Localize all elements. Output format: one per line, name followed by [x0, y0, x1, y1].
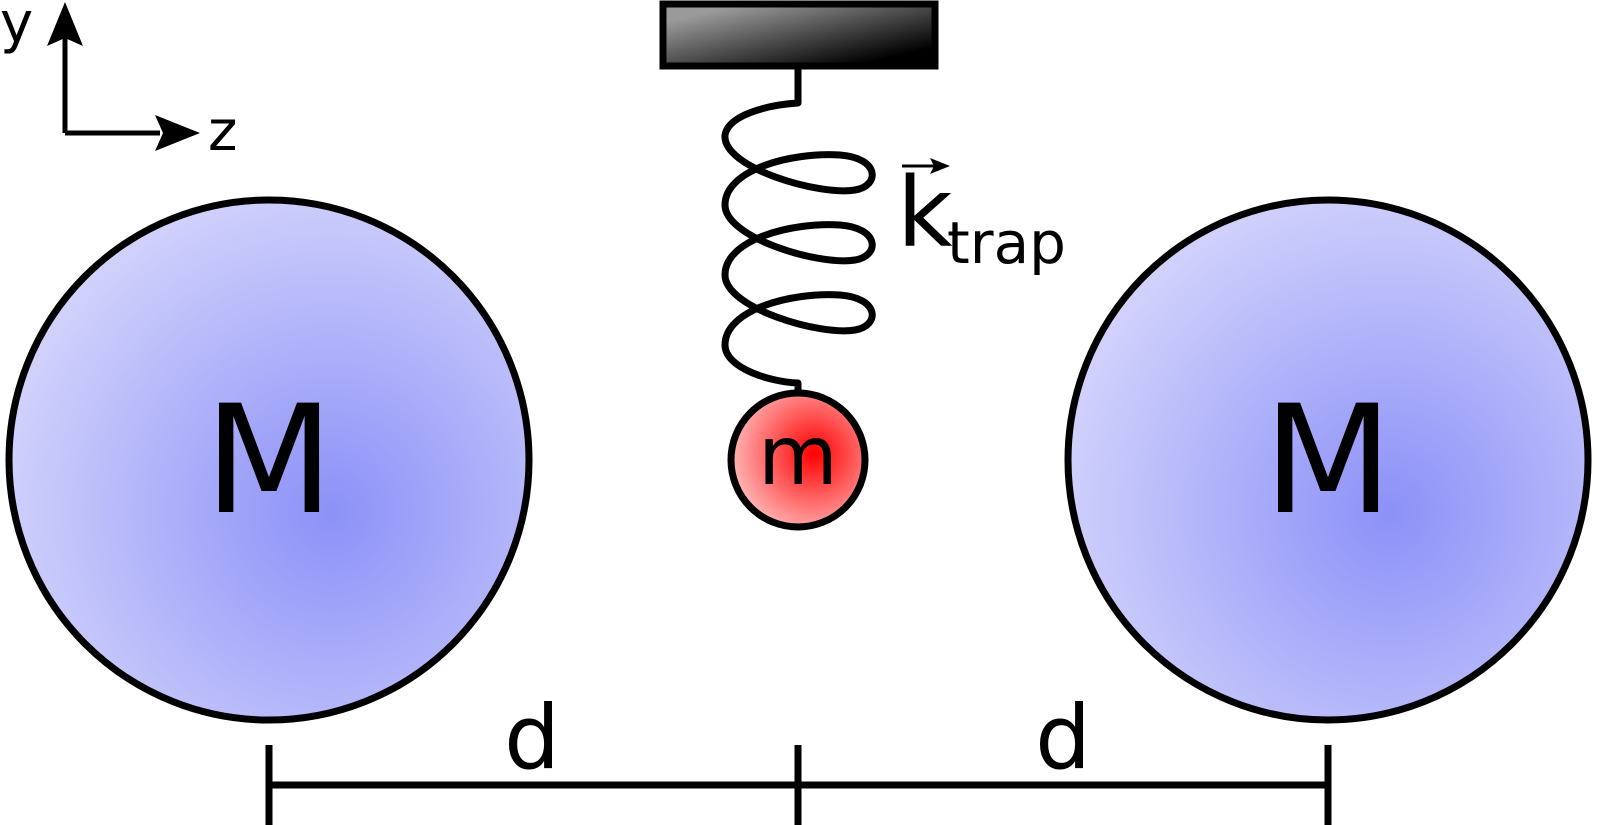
distance-scale — [265, 745, 1332, 825]
spring — [721, 66, 876, 395]
big-mass-right: M — [1064, 196, 1592, 724]
y-axis-label: y — [0, 0, 33, 56]
z-axis-label: z — [208, 99, 237, 164]
k-vector-arrowhead — [930, 158, 950, 174]
distance-right-label: d — [1035, 686, 1091, 789]
y-axis-arrowhead — [47, 2, 83, 46]
support-block — [659, 0, 939, 70]
spring-constant-label: k trap — [897, 157, 1066, 277]
k-symbol: k — [897, 157, 953, 269]
distance-left-label: d — [504, 686, 560, 789]
z-axis-arrowhead — [155, 115, 200, 151]
big-mass-left: M — [5, 196, 533, 724]
k-subscript: trap — [947, 209, 1066, 277]
big-mass-left-label: M — [204, 374, 333, 548]
big-mass-right-label: M — [1263, 374, 1392, 548]
small-mass: m — [727, 389, 869, 531]
small-mass-label: m — [758, 409, 838, 504]
axes — [62, 36, 160, 136]
